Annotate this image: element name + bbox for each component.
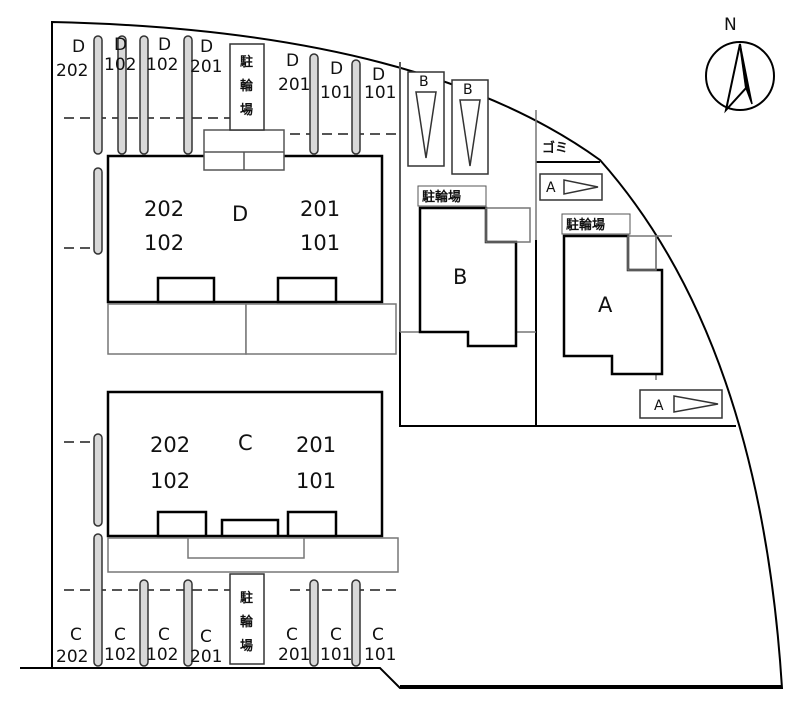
parking-bottom-4-building: C — [200, 627, 212, 647]
parking-bottom-7-unit: 101 — [364, 645, 396, 665]
building-d-unit-202: 202 — [144, 197, 184, 221]
parking-bottom-2-unit: 102 — [104, 645, 136, 665]
garbage-label: ゴミ — [542, 140, 568, 156]
parking-dividers — [93, 35, 361, 667]
parking-bottom-1-building: C — [70, 625, 82, 645]
building-a-label: A — [598, 293, 613, 317]
bicycle-parking-label-a: 駐輪場 — [566, 217, 605, 233]
building-d-label: D — [232, 202, 248, 226]
building-d: D 202 102 201 101 — [106, 129, 397, 355]
site-boundary — [20, 20, 784, 689]
parking-a-label-2: A — [654, 398, 664, 414]
bicycle-char-bottom-3: 場 — [240, 638, 253, 654]
bicycle-parking-vertical-top: 駐 輪 場 — [229, 43, 265, 131]
parking-top-5-building: D — [286, 51, 299, 71]
parking-top-7-unit: 101 — [364, 83, 396, 103]
building-d-unit-102: 102 — [144, 231, 184, 255]
parking-bottom-6-unit: 101 — [320, 645, 352, 665]
parking-bottom-6-building: C — [330, 625, 342, 645]
bicycle-char-top-2: 輪 — [240, 78, 254, 94]
compass: N — [705, 15, 775, 114]
parking-top-4-unit: 201 — [190, 57, 222, 77]
parking-top-6-building: D — [330, 59, 343, 79]
building-b-label: B — [453, 265, 467, 289]
building-c-unit-202: 202 — [150, 433, 190, 457]
parking-top-3-building: D — [158, 35, 171, 55]
building-a: A — [562, 234, 664, 376]
parking-a: A A — [539, 173, 723, 419]
bicycle-parking-vertical-bottom: 駐 輪 場 — [229, 573, 265, 665]
parking-top-2-building: D — [114, 35, 127, 55]
bicycle-char-bottom-1: 駐 — [240, 590, 253, 606]
parking-bottom-3-building: C — [158, 625, 170, 645]
parking-top-7-building: D — [372, 65, 385, 85]
parking-bottom-7-building: C — [372, 625, 384, 645]
bicycle-char-top-3: 場 — [240, 102, 253, 118]
bicycle-char-bottom-2: 輪 — [240, 614, 254, 630]
building-c-unit-101: 101 — [296, 469, 336, 493]
building-d-unit-201: 201 — [300, 197, 340, 221]
bicycle-parking-label-b: 駐輪場 — [422, 189, 461, 205]
parking-top-1-unit: 202 — [56, 61, 88, 81]
parking-top-6-unit: 101 — [320, 83, 352, 103]
building-b: B — [418, 206, 531, 348]
bicycle-parking-horizontal: 駐輪場 駐輪場 — [417, 185, 631, 235]
building-c-unit-102: 102 — [150, 469, 190, 493]
north-arrow-fill — [739, 43, 753, 105]
parking-b: B B — [407, 71, 489, 175]
parking-labels-bottom: C 202 C 102 C 102 C 201 C 201 C 101 C 10… — [56, 625, 396, 667]
building-c-label: C — [238, 431, 253, 455]
bicycle-char-top-1: 駐 — [240, 54, 253, 70]
building-c-unit-201: 201 — [296, 433, 336, 457]
parking-top-2-unit: 102 — [104, 55, 136, 75]
parking-b-label-2: B — [463, 82, 473, 98]
parking-bottom-2-building: C — [114, 625, 126, 645]
parking-bottom-1-unit: 202 — [56, 647, 88, 667]
parking-bottom-5-unit: 201 — [278, 645, 310, 665]
parking-bottom-4-unit: 201 — [190, 647, 222, 667]
parking-top-4-building: D — [200, 37, 213, 57]
building-d-unit-101: 101 — [300, 231, 340, 255]
parking-a-label-1: A — [546, 180, 556, 196]
parking-top-1-building: D — [72, 37, 85, 57]
parking-b-label-1: B — [419, 74, 429, 90]
compass-label: N — [724, 15, 737, 35]
parking-labels-top: D 202 D 102 D 102 D 201 D 201 D 101 D 10… — [56, 35, 396, 103]
building-c: C 202 102 201 101 — [106, 390, 399, 573]
parking-bottom-3-unit: 102 — [146, 645, 178, 665]
parking-top-3-unit: 102 — [146, 55, 178, 75]
parking-top-5-unit: 201 — [278, 75, 310, 95]
parking-bottom-5-building: C — [286, 625, 298, 645]
